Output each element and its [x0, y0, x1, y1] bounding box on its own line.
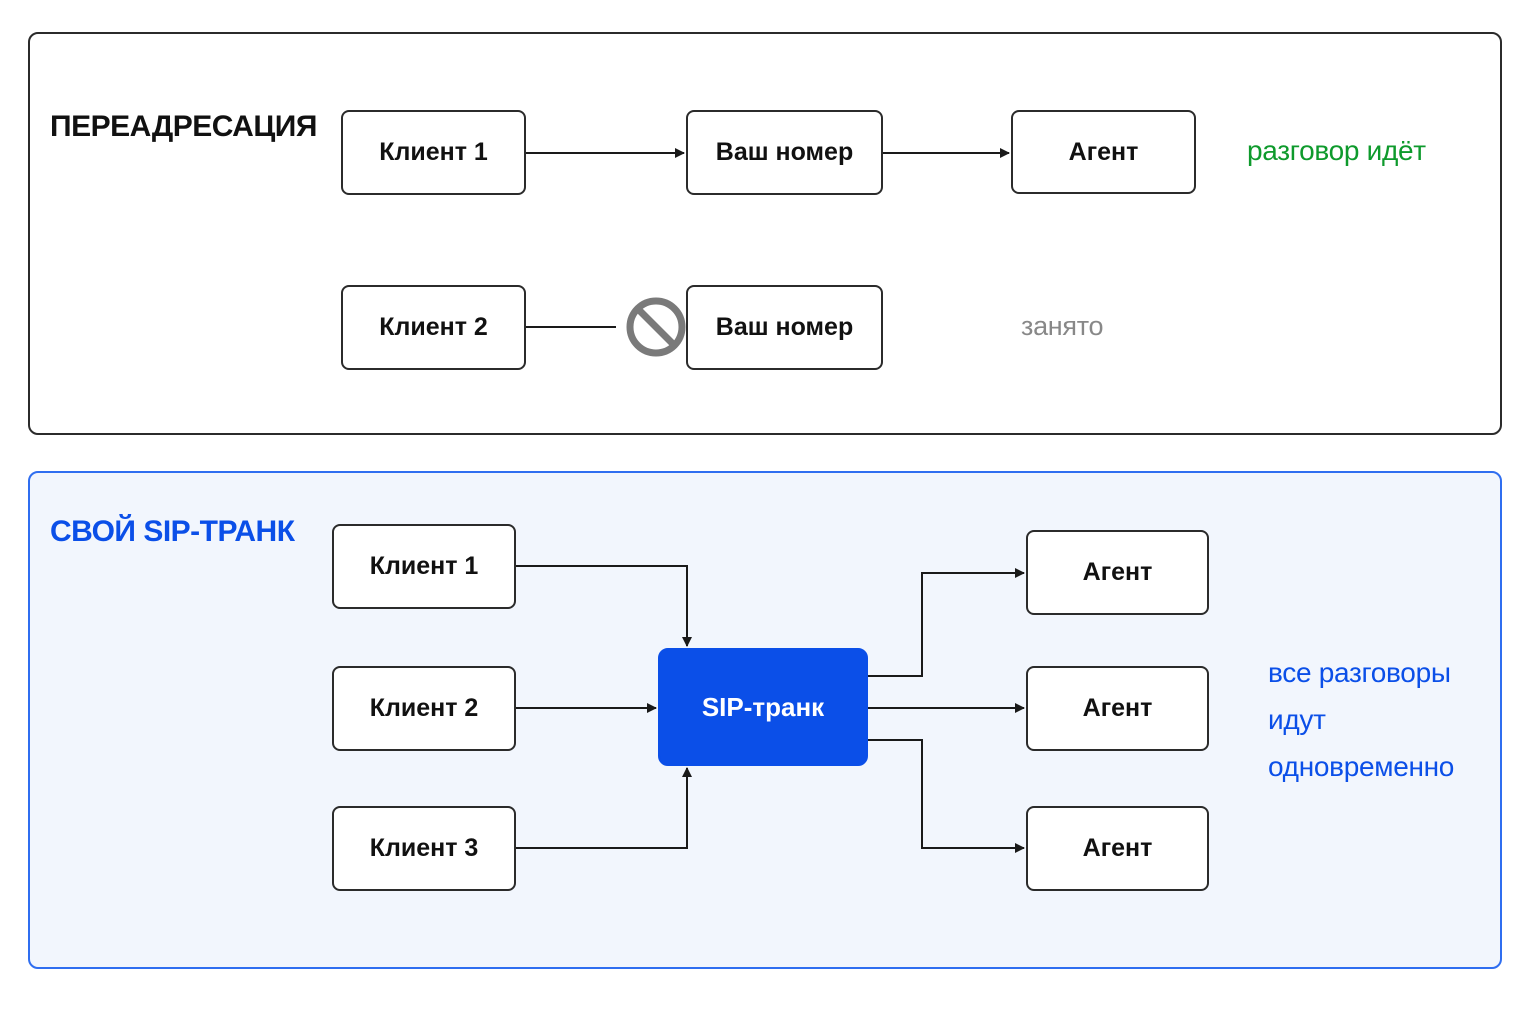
status-talking: разговор идёт: [1247, 135, 1426, 166]
sip-client-1-label: Клиент 1: [369, 552, 479, 580]
sip-status-line-1: все разговоры: [1268, 657, 1451, 688]
sip-client-3-box: Клиент 3: [332, 806, 516, 891]
sip-agent-3-label: Агент: [1082, 834, 1153, 862]
client-1-label: Клиент 1: [379, 138, 488, 166]
sip-trunk-box: SIP-транк: [658, 648, 868, 766]
sip-agent-1-box: Агент: [1026, 530, 1209, 615]
sip-status-line-2: идут: [1268, 704, 1326, 735]
status-busy: занято: [1021, 311, 1104, 341]
client-1-box: Клиент 1: [341, 110, 526, 195]
sip-client-2-label: Клиент 2: [369, 694, 479, 722]
your-number-busy-label: Ваш номер: [715, 313, 854, 341]
sip-status-line-3: одновременно: [1268, 751, 1455, 782]
sip-agent-2-label: Агент: [1082, 694, 1153, 722]
sip-agent-3-box: Агент: [1026, 806, 1209, 891]
sip-client-1-box: Клиент 1: [332, 524, 516, 609]
sip-agent-1-label: Агент: [1082, 558, 1153, 586]
sip-title: СВОЙ SIP-ТРАНК: [50, 515, 295, 548]
sip-client-2-box: Клиент 2: [332, 666, 516, 751]
sip-agent-2-box: Агент: [1026, 666, 1209, 751]
client-2-box: Клиент 2: [341, 285, 526, 370]
sip-trunk-label: SIP-транк: [701, 691, 825, 722]
your-number-busy-box: Ваш номер: [686, 285, 883, 370]
your-number-label: Ваш номер: [715, 138, 854, 166]
client-2-label: Клиент 2: [379, 313, 488, 341]
agent-box: Агент: [1011, 110, 1196, 194]
forwarding-panel: [28, 32, 1502, 435]
agent-label: Агент: [1068, 137, 1139, 166]
your-number-box: Ваш номер: [686, 110, 883, 195]
forwarding-title: ПЕРЕАДРЕСАЦИЯ: [50, 110, 317, 143]
sip-client-3-label: Клиент 3: [369, 834, 479, 862]
